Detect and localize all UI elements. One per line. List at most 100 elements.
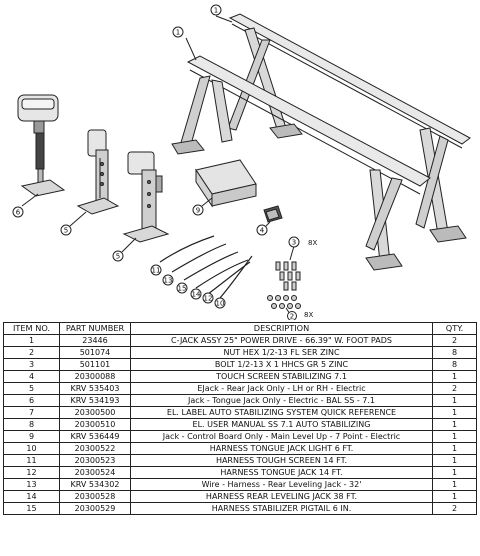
cell-qty: 1	[432, 430, 477, 443]
touch-screen	[263, 205, 283, 227]
header-description: DESCRIPTION	[130, 322, 433, 335]
cell-qty: 1	[432, 454, 477, 467]
balloon-5b: 5	[112, 250, 124, 262]
balloon-10: 10	[214, 297, 226, 309]
balloon-12: 12	[202, 292, 214, 304]
cell-qty: 1	[432, 394, 477, 407]
cell-item-no: 10	[3, 442, 60, 455]
cell-item-no: 6	[3, 394, 60, 407]
cell-qty: 1	[432, 406, 477, 419]
exploded-parts-drawing: 1 1 6 5 5 9 4 3 11 13 15 14 12 10 2 8X 8…	[12, 4, 471, 320]
balloon-14: 14	[190, 288, 202, 300]
cell-description: HARNESS REAR LEVELING JACK 38 FT.	[130, 490, 433, 503]
cell-qty: 8	[432, 346, 477, 359]
svg-text:15: 15	[178, 285, 187, 293]
balloon-13: 13	[162, 274, 174, 286]
cell-item-no: 13	[3, 478, 60, 491]
cell-item-no: 5	[3, 382, 60, 395]
cell-qty: 1	[432, 442, 477, 455]
svg-text:13: 13	[164, 277, 173, 285]
balloon-6: 6	[12, 206, 24, 218]
tongue-jack	[17, 94, 66, 207]
cell-item-no: 9	[3, 430, 60, 443]
svg-text:1: 1	[176, 29, 180, 37]
balloon-1a: 1	[210, 4, 222, 16]
cell-description: HARNESS STABILIZER PIGTAIL 6 IN.	[130, 502, 433, 515]
cell-qty: 1	[432, 478, 477, 491]
cell-part-number: KRV 534302	[59, 478, 131, 491]
cell-part-number: 501101	[59, 358, 131, 371]
cell-part-number: 20300524	[59, 466, 131, 479]
cell-description: Jack - Tongue Jack Only - Electric - BAL…	[130, 394, 433, 407]
cell-item-no: 15	[3, 502, 60, 515]
svg-text:5: 5	[64, 227, 68, 235]
c-jack-assembly	[171, 13, 471, 271]
svg-text:9: 9	[196, 207, 200, 215]
balloon-11: 11	[150, 264, 162, 276]
header-qty: QTY.	[432, 322, 477, 335]
svg-text:10: 10	[216, 300, 225, 308]
cell-item-no: 11	[3, 454, 60, 467]
table-header-row: ITEM NO. PART NUMBER DESCRIPTION QTY.	[3, 322, 477, 335]
balloon-9: 9	[192, 204, 204, 216]
header-item-no: ITEM NO.	[3, 322, 60, 335]
svg-text:3: 3	[292, 239, 296, 247]
cell-item-no: 8	[3, 418, 60, 431]
cell-item-no: 14	[3, 490, 60, 503]
balloon-2: 2	[287, 311, 297, 320]
cell-qty: 2	[432, 502, 477, 515]
rear-jack-lower	[121, 151, 170, 253]
cell-item-no: 7	[3, 406, 60, 419]
svg-text:4: 4	[260, 227, 265, 235]
cell-description: NUT HEX 1/2-13 FL SER ZINC	[130, 346, 433, 359]
cell-item-no: 12	[3, 466, 60, 479]
balloon-1b: 1	[172, 26, 184, 38]
balloon-5a: 5	[60, 224, 72, 236]
cell-part-number: 20300088	[59, 370, 131, 383]
cell-qty: 1	[432, 418, 477, 431]
cell-description: EL. LABEL AUTO STABILIZING SYSTEM QUICK …	[130, 406, 433, 419]
cell-description: BOLT 1/2-13 X 1 HHCS GR 5 ZINC	[130, 358, 433, 371]
cell-qty: 1	[432, 466, 477, 479]
cell-part-number: KRV 536449	[59, 430, 131, 443]
cell-qty: 2	[432, 334, 477, 347]
cell-qty: 8	[432, 358, 477, 371]
cell-part-number: 20300528	[59, 490, 131, 503]
balloon-15: 15	[176, 282, 188, 294]
harness-bundle	[159, 235, 253, 299]
cell-item-no: 1	[3, 334, 60, 347]
cell-item-no: 3	[3, 358, 60, 371]
cell-part-number: KRV 535403	[59, 382, 131, 395]
cell-description: EJack - Rear Jack Only - LH or RH - Elec…	[130, 382, 433, 395]
nuts	[267, 295, 301, 315]
qty-note-bolts: 8X	[308, 239, 317, 247]
cell-qty: 2	[432, 382, 477, 395]
svg-text:5: 5	[116, 253, 120, 261]
cell-part-number: 20300522	[59, 442, 131, 455]
cell-description: EL. USER MANUAL SS 7.1 AUTO STABILIZING	[130, 418, 433, 431]
header-part-number: PART NUMBER	[59, 322, 131, 335]
rear-jack-upper	[69, 129, 120, 227]
cell-part-number: 501074	[59, 346, 131, 359]
cell-description: Jack - Control Board Only - Main Level U…	[130, 430, 433, 443]
cell-qty: 1	[432, 370, 477, 383]
cell-description: HARNESS TONGUE JACK LIGHT 6 FT.	[130, 442, 433, 455]
svg-text:12: 12	[204, 295, 213, 303]
bolts	[275, 245, 301, 291]
cell-description: Wire - Harness - Rear Leveling Jack - 32…	[130, 478, 433, 491]
svg-text:6: 6	[16, 209, 21, 217]
cell-description: HARNESS TONGUE JACK 14 FT.	[130, 466, 433, 479]
svg-text:11: 11	[152, 267, 161, 275]
cell-description: HARNESS TOUGH SCREEN 14 FT.	[130, 454, 433, 467]
